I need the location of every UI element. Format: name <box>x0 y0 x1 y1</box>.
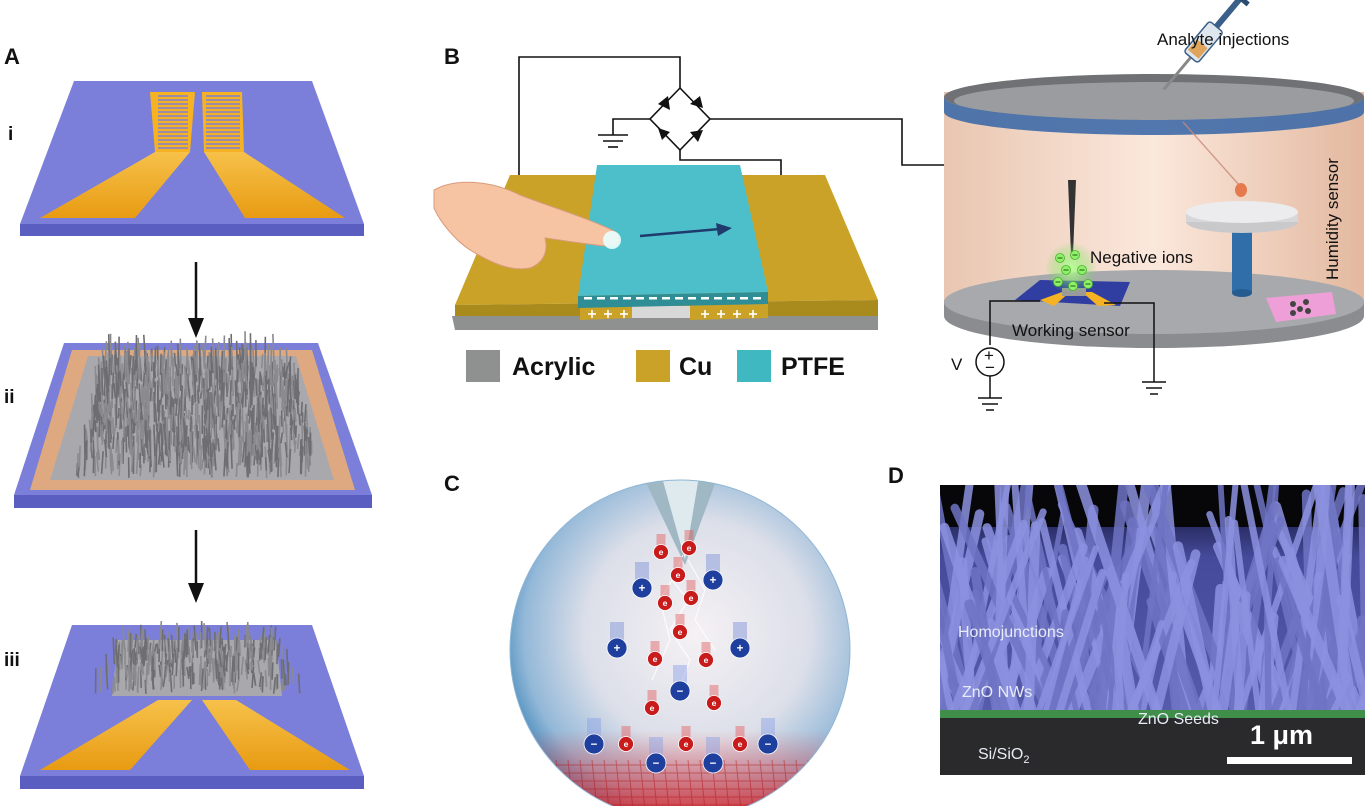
legend-label-ptfe: PTFE <box>781 353 845 381</box>
svg-text:e: e <box>687 543 692 553</box>
panel-c: C e e e e e e e e e e e e e + + + + − − − − − <box>444 471 851 806</box>
svg-text:−: − <box>765 739 772 751</box>
panel-label-a: A <box>4 44 20 69</box>
device-step-iii <box>20 620 364 789</box>
svg-text:e: e <box>684 739 689 749</box>
svg-text:+: + <box>614 643 621 655</box>
label-analyte-injections: Analyte injections <box>1157 30 1289 49</box>
svg-text:−: − <box>710 758 717 770</box>
legend-swatch-cu <box>636 350 670 382</box>
teng-device <box>452 165 878 330</box>
step-label-i: i <box>8 124 13 145</box>
finger-hand <box>433 181 621 270</box>
label-zno-seeds: ZnO Seeds <box>1138 711 1219 728</box>
panel-label-b: B <box>444 44 460 69</box>
svg-text:e: e <box>659 547 664 557</box>
svg-text:+: + <box>639 583 646 595</box>
svg-text:e: e <box>704 655 709 665</box>
legend-label-cu: Cu <box>679 353 712 381</box>
material-legend: Acrylic Cu PTFE <box>466 350 845 382</box>
scale-bar <box>1227 757 1352 764</box>
panel-label-d: D <box>888 463 904 488</box>
panel-d: D Homojunctions ZnO NWs ZnO Seeds Si/SiO… <box>888 463 1365 775</box>
svg-text:e: e <box>624 739 629 749</box>
panel-b: B <box>433 0 1364 411</box>
legend-swatch-acrylic <box>466 350 500 382</box>
label-working-sensor: Working sensor <box>1012 321 1130 340</box>
svg-text:−: − <box>591 739 598 751</box>
device-step-i <box>20 81 364 236</box>
source-plus: + <box>984 346 994 365</box>
legend-label-acrylic: Acrylic <box>512 353 595 381</box>
arrow-down-1 <box>188 262 204 338</box>
svg-text:e: e <box>712 698 717 708</box>
label-negative-ions: Negative ions <box>1090 248 1193 267</box>
svg-text:e: e <box>653 654 658 664</box>
label-humidity-sensor: Humidity sensor <box>1323 158 1342 280</box>
svg-text:e: e <box>678 627 683 637</box>
voltage-source-signs: + − <box>984 346 995 377</box>
svg-text:−: − <box>677 686 684 698</box>
svg-text:e: e <box>738 739 743 749</box>
label-substrate: Si/SiO2 <box>978 746 1029 766</box>
label-homojunctions: Homojunctions <box>958 624 1064 641</box>
svg-text:−: − <box>653 758 660 770</box>
svg-text:e: e <box>650 703 655 713</box>
svg-text:e: e <box>663 598 668 608</box>
svg-text:e: e <box>676 570 681 580</box>
source-minus: − <box>985 358 995 377</box>
label-zno-nws: ZnO NWs <box>962 684 1032 701</box>
legend-swatch-ptfe <box>737 350 771 382</box>
syringe <box>1162 0 1250 91</box>
svg-text:e: e <box>689 593 694 603</box>
sem-image <box>940 485 1365 775</box>
scale-bar-label: 1 μm <box>1250 720 1313 750</box>
label-voltage: V <box>951 355 963 374</box>
step-label-iii: iii <box>4 650 20 671</box>
panel-a: A i ii <box>4 44 372 789</box>
device-step-ii <box>14 331 372 508</box>
step-label-ii: ii <box>4 387 15 408</box>
arrow-down-2 <box>188 530 204 603</box>
svg-text:+: + <box>737 643 744 655</box>
sensor-circuit <box>975 300 1166 411</box>
panel-label-c: C <box>444 471 460 496</box>
svg-text:+: + <box>710 575 717 587</box>
rectifier-diodes <box>658 96 703 142</box>
